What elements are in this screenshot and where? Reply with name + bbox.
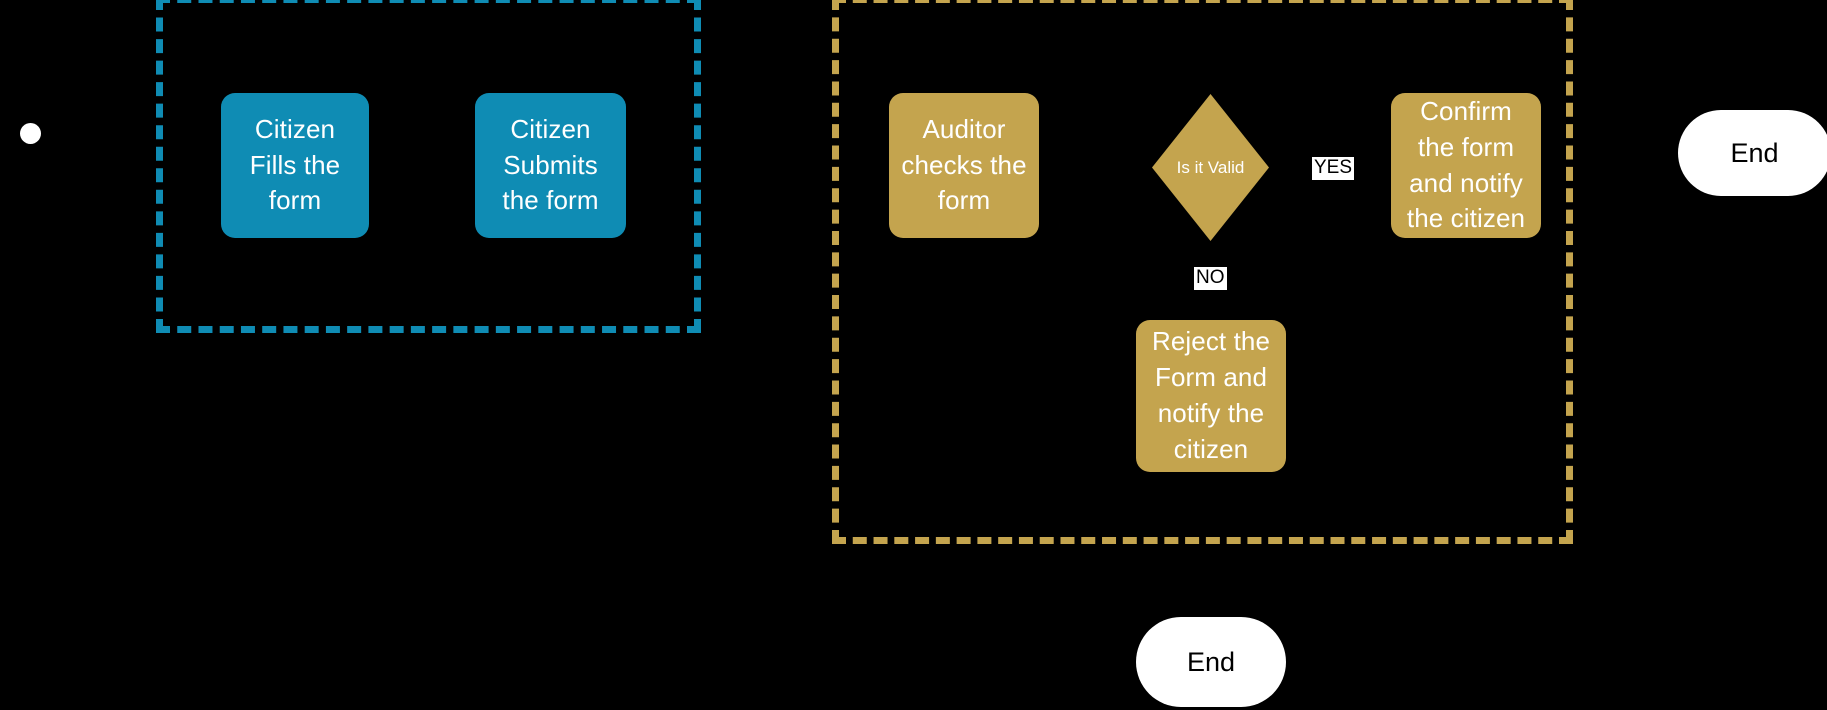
diamond-shape-icon xyxy=(1152,94,1269,241)
node-reject-form-notify-citizen[interactable]: Reject the Form and notify the citizen xyxy=(1136,320,1286,472)
end-node-rejected[interactable]: End xyxy=(1136,617,1286,707)
node-auditor-checks-form[interactable]: Auditor checks the form xyxy=(889,93,1039,238)
edge-label-no: NO xyxy=(1194,267,1227,290)
node-citizen-submits-form[interactable]: Citizen Submits the form xyxy=(475,93,626,238)
decision-is-it-valid[interactable]: Is it Valid xyxy=(1152,94,1269,241)
edge-label-yes: YES xyxy=(1312,157,1355,180)
start-node-circle[interactable] xyxy=(20,123,41,144)
node-citizen-fills-form[interactable]: Citizen Fills the form xyxy=(221,93,369,238)
end-node-approved[interactable]: End xyxy=(1678,110,1827,196)
auditor-lane-group[interactable] xyxy=(832,0,1573,544)
citizen-lane-group[interactable] xyxy=(156,0,701,333)
node-confirm-form-notify-citizen[interactable]: Confirm the form and notify the citizen xyxy=(1391,93,1541,238)
